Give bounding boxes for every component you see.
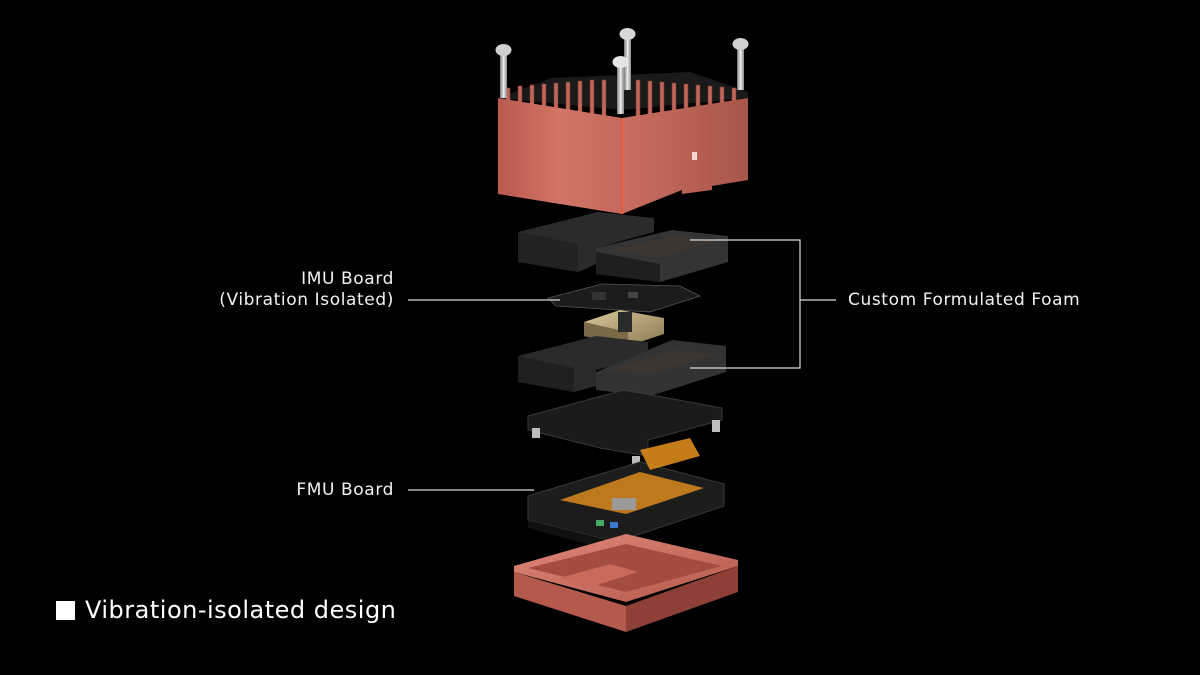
upper-foam xyxy=(518,212,728,282)
heatsink-case xyxy=(498,72,748,214)
imu-board xyxy=(547,283,702,346)
leader-lines xyxy=(408,239,836,491)
section-title-text: Vibration-isolated design xyxy=(85,596,397,624)
imu-board-label-line2: (Vibration Isolated) xyxy=(219,290,394,310)
square-bullet-icon xyxy=(56,600,75,620)
custom-foam-label: Custom Formulated Foam xyxy=(848,290,1081,310)
fmu-board-label: FMU Board xyxy=(296,480,394,500)
lower-foam xyxy=(518,336,726,396)
bottom-plate xyxy=(514,534,738,632)
screws xyxy=(495,28,749,114)
fmu-board xyxy=(527,438,725,552)
section-title: Vibration-isolated design xyxy=(56,596,396,624)
imu-board-label: IMU Board (Vibration Isolated) xyxy=(170,269,394,311)
imu-board-label-line1: IMU Board xyxy=(301,269,394,289)
spacer-plate xyxy=(527,389,723,468)
